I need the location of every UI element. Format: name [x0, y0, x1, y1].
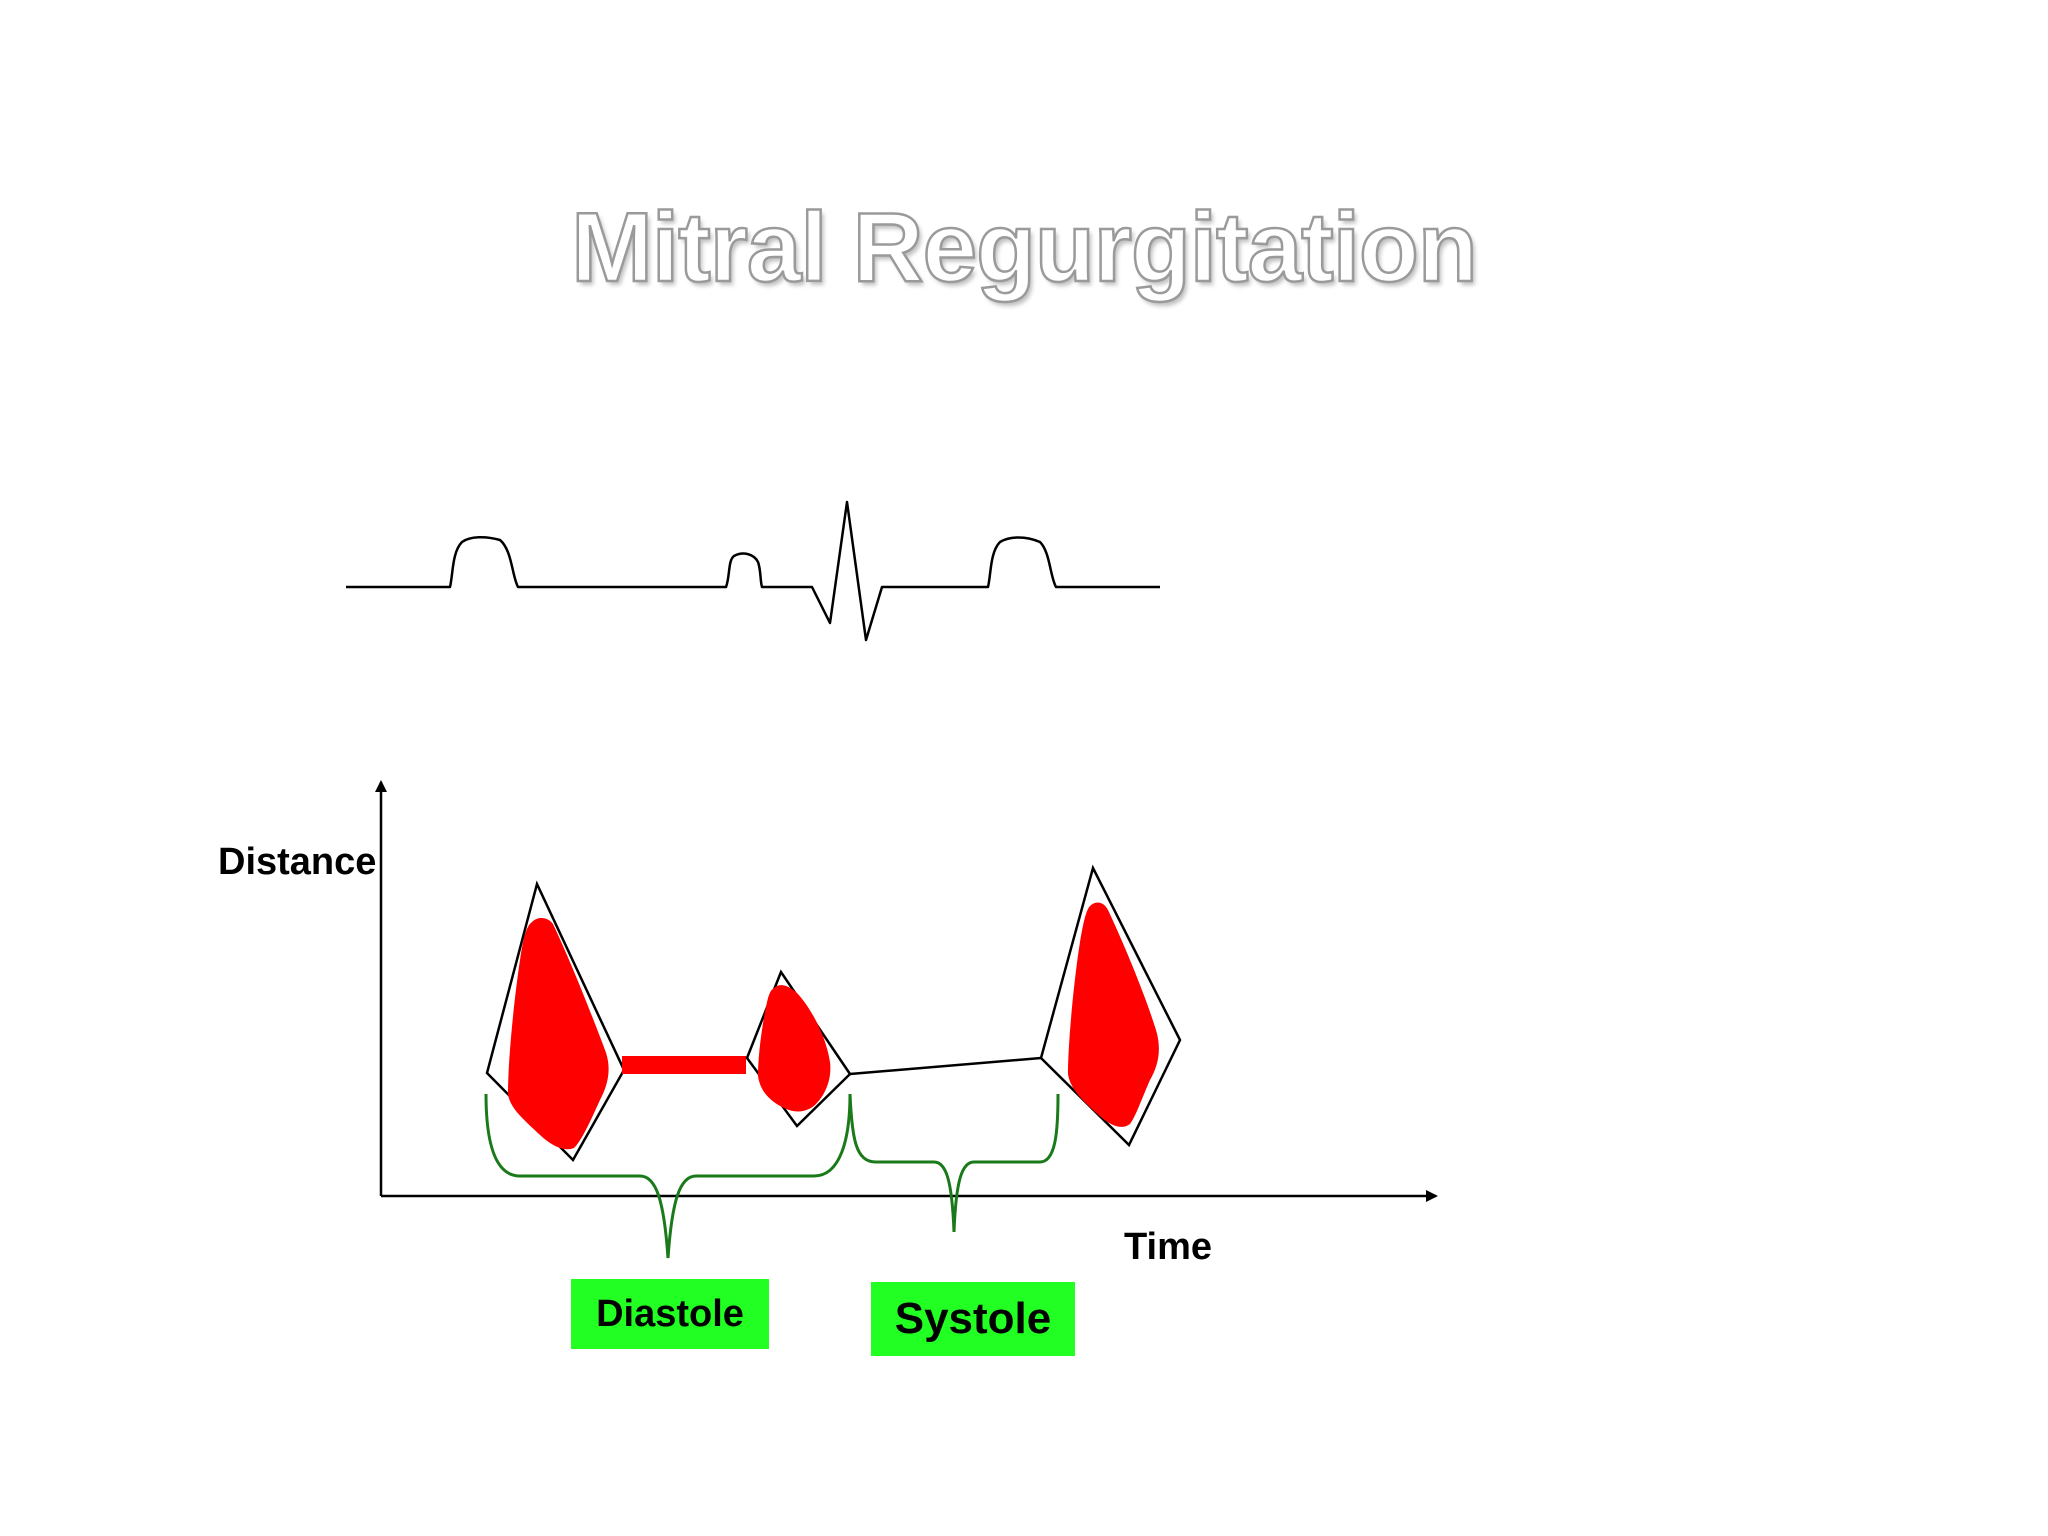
systole-label-text: Systole [894, 1294, 1052, 1343]
next-e-wave-envelope [1039, 864, 1182, 1148]
e-wave-envelope [485, 880, 626, 1163]
diastole-label: Diastole [571, 1279, 769, 1349]
ecg-trace [346, 500, 1160, 642]
e-wave-regurgitant-flow [508, 918, 609, 1150]
diastole-bracket [484, 1093, 852, 1259]
next-e-wave-regurgitant-flow [1068, 902, 1159, 1127]
systolic-baseline [849, 1056, 1042, 1076]
x-axis-label: Time [1124, 1226, 1213, 1268]
a-wave-envelope [745, 969, 852, 1128]
slide-title: Mitral Regurgitation [570, 192, 1479, 302]
y-axis-label: Distance [218, 841, 377, 883]
diastasis-flow-band [622, 1056, 746, 1074]
a-wave-regurgitant-flow [758, 985, 831, 1112]
systole-label: Systole [871, 1282, 1075, 1356]
systole-bracket [848, 1093, 1060, 1233]
diastole-label-text: Diastole [596, 1293, 744, 1335]
